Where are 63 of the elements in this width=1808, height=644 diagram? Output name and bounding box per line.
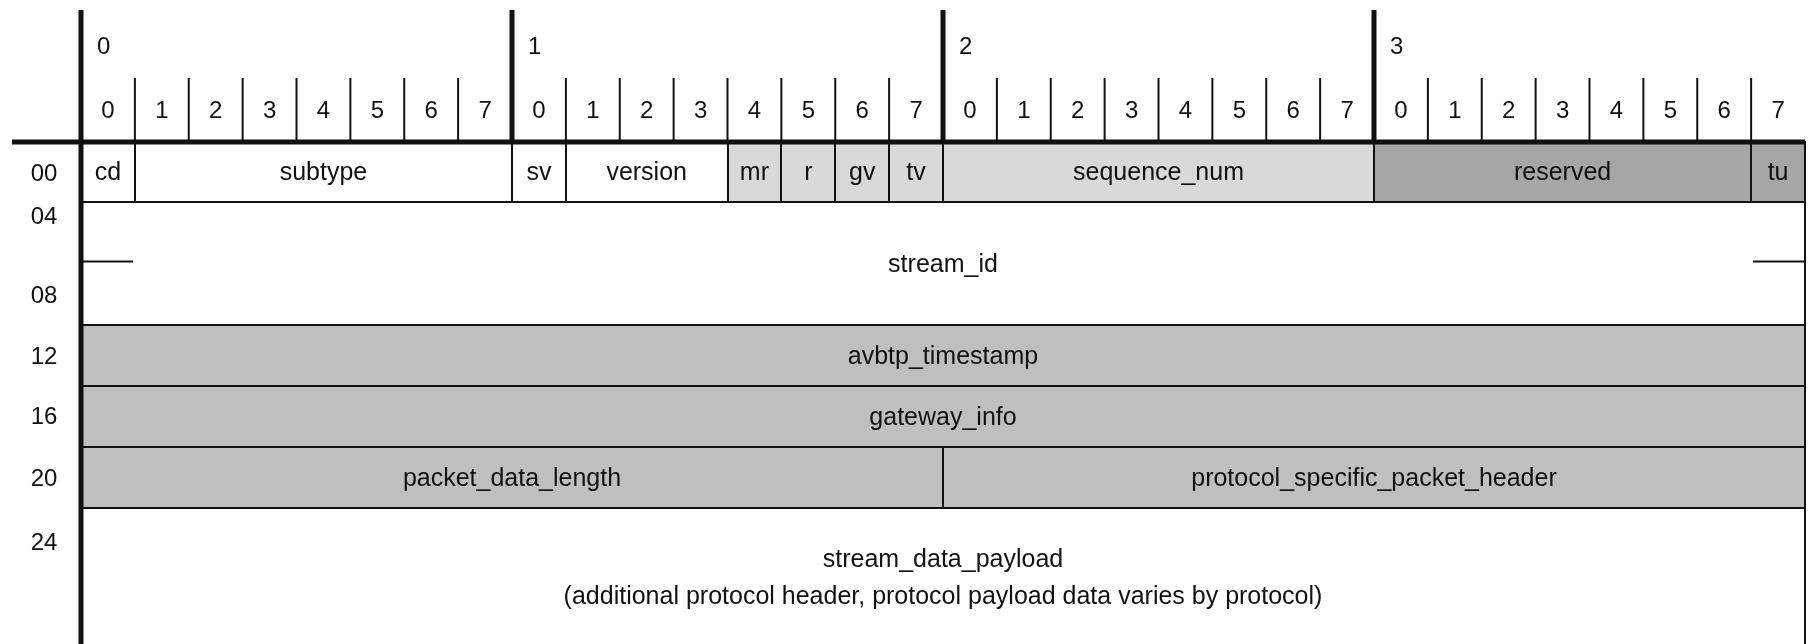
- packet-field: [942, 446, 1806, 509]
- bit-number: 7: [1771, 98, 1785, 122]
- byte-offset: 24: [30, 530, 58, 554]
- bit-number: 4: [747, 98, 762, 122]
- bit-number: 7: [909, 98, 923, 122]
- bit-number: 2: [640, 98, 654, 122]
- field-name: stream_id: [888, 247, 998, 279]
- bit-number: 2: [1071, 98, 1085, 122]
- field-name: gateway_info: [869, 400, 1017, 432]
- bit-number: 6: [1286, 98, 1300, 122]
- byte-offset: 04: [30, 204, 58, 228]
- bit-number: 5: [801, 98, 815, 122]
- field-name: cd: [94, 156, 122, 188]
- bit-number: 0: [101, 98, 115, 122]
- field-name: tv: [906, 156, 926, 188]
- bit-number: 4: [1178, 98, 1193, 122]
- field-name: mr: [739, 156, 769, 188]
- bit-number: 1: [586, 98, 600, 122]
- packet-field: [1750, 141, 1806, 203]
- field-description: (additional protocol header, protocol payload data varies by protocol): [563, 580, 1323, 611]
- field-name: r: [804, 156, 813, 188]
- field-name: protocol_specific_packet_header: [1191, 461, 1557, 493]
- field-name: subtype: [279, 156, 368, 188]
- bit-number: 1: [155, 98, 169, 122]
- bit-number: 4: [316, 98, 331, 122]
- bit-number: 0: [963, 98, 977, 122]
- bit-number: 6: [855, 98, 869, 122]
- field-name: sv: [526, 156, 552, 188]
- bit-number: 5: [1663, 98, 1677, 122]
- byte-number: 3: [1390, 34, 1404, 58]
- bit-number: 3: [262, 98, 277, 122]
- field-name: gv: [849, 156, 876, 188]
- bit-number: 6: [1717, 98, 1731, 122]
- bit-number: 3: [1124, 98, 1139, 122]
- byte-offset: 20: [30, 466, 58, 490]
- byte-number: 2: [959, 34, 973, 58]
- bit-number: 1: [1017, 98, 1031, 122]
- bit-number: 3: [693, 98, 708, 122]
- bit-number: 1: [1448, 98, 1462, 122]
- field-name: reserved: [1513, 156, 1612, 188]
- byte-number: 1: [528, 34, 542, 58]
- bit-number: 7: [478, 98, 492, 122]
- field-name: tu: [1767, 156, 1789, 188]
- bit-number: 6: [424, 98, 438, 122]
- bit-number: 2: [209, 98, 223, 122]
- byte-offset: 08: [30, 283, 58, 307]
- bit-number: 7: [1340, 98, 1354, 122]
- bit-number: 0: [1394, 98, 1408, 122]
- byte-offset: 16: [30, 404, 58, 428]
- bit-number: 5: [1232, 98, 1246, 122]
- bit-number: 3: [1555, 98, 1570, 122]
- byte-offset: 00: [30, 161, 58, 185]
- bit-number: 2: [1502, 98, 1516, 122]
- byte-offset: 12: [30, 344, 58, 368]
- field-name: packet_data_length: [402, 461, 622, 493]
- byte-number: 0: [97, 34, 111, 58]
- bit-number: 5: [370, 98, 384, 122]
- field-name: avbtp_timestamp: [847, 339, 1039, 371]
- bit-number: 4: [1609, 98, 1624, 122]
- bit-number: 0: [532, 98, 546, 122]
- field-name: sequence_num: [1073, 156, 1244, 188]
- field-name: version: [606, 156, 687, 188]
- field-name: stream_data_payload: [822, 542, 1064, 574]
